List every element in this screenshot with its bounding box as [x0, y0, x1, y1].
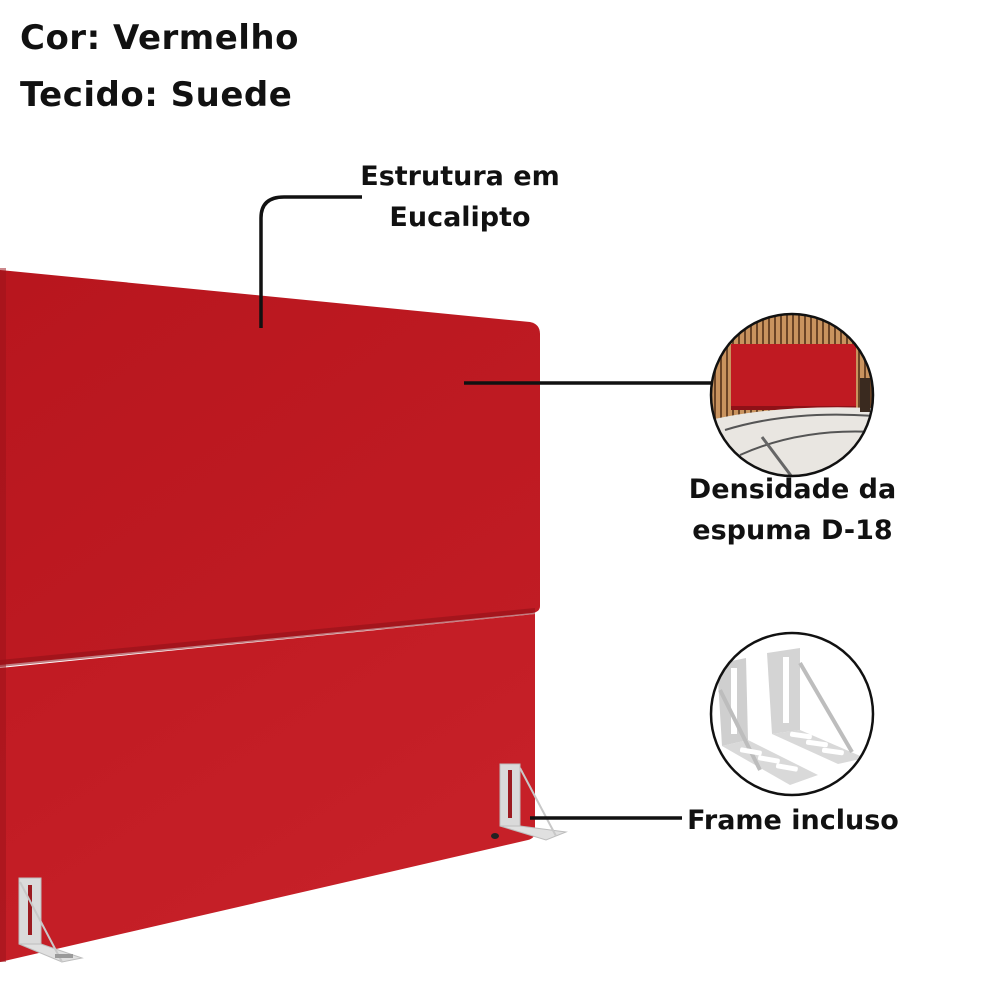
callout-label-structure-line2: Eucalipto — [389, 202, 531, 233]
callout-label-frame-line1: Frame incluso — [687, 805, 899, 836]
color-heading: Cor: Vermelho — [20, 18, 299, 58]
callout-label-foam: Densidade da espuma D-18 — [660, 469, 925, 551]
fabric-heading: Tecido: Suede — [20, 75, 293, 115]
callout-label-frame: Frame incluso — [678, 800, 908, 841]
headboard-upper-panel — [0, 270, 540, 667]
callout-label-foam-line1: Densidade da — [688, 474, 897, 505]
headboard-lower-panel — [0, 268, 535, 962]
bracket-right — [499, 763, 568, 841]
headboard-bedroom-thumbnail — [709, 312, 875, 478]
callout-label-foam-line2: espuma D-18 — [692, 515, 893, 546]
metal-bracket-thumbnail — [709, 631, 875, 797]
bracket-left — [18, 877, 84, 963]
callout-label-structure-line1: Estrutura em — [360, 161, 560, 192]
callout-label-structure: Estrutura em Eucalipto — [340, 156, 580, 238]
callout-line-structure — [259, 195, 362, 328]
